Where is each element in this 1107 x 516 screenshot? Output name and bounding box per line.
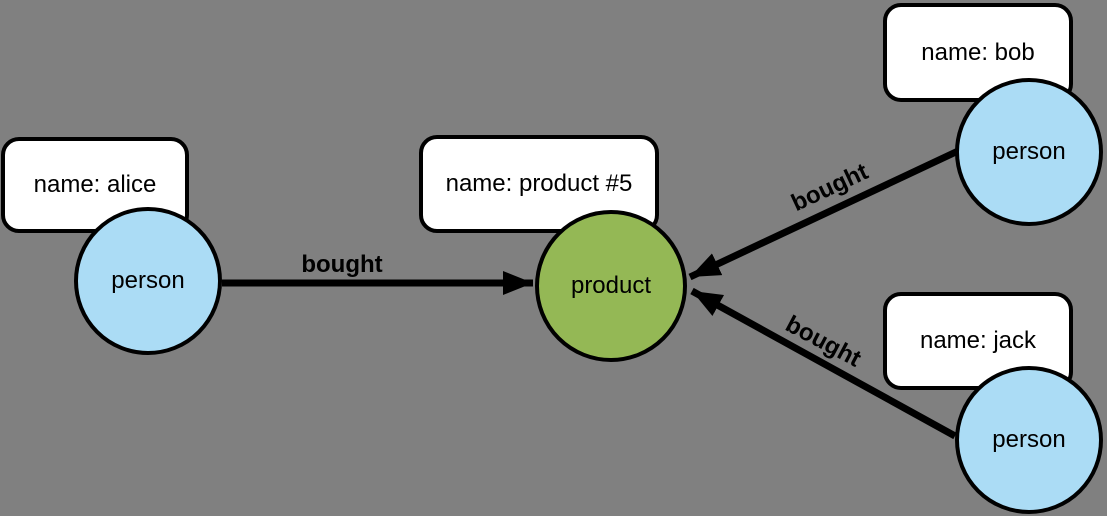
property-text-alice: name: alice <box>33 171 157 198</box>
product-node[interactable]: product <box>535 210 687 362</box>
person-node-jack[interactable]: person <box>955 366 1103 514</box>
edge-label-alice-bought: bought <box>301 251 383 278</box>
node-label-jack: person <box>992 426 1066 453</box>
node-label-bob: person <box>992 138 1066 165</box>
person-node-bob[interactable]: person <box>955 78 1103 226</box>
node-label-product: product <box>570 272 652 299</box>
edge-bob-bought-product <box>688 147 960 281</box>
edge-jack-bought-product <box>690 287 957 440</box>
property-text-product: name: product #5 <box>445 170 633 197</box>
property-text-bob: name: bob <box>921 38 1035 66</box>
node-label-alice: person <box>111 267 185 294</box>
person-node-alice[interactable]: person <box>74 207 222 355</box>
property-text-jack: name: jack <box>919 327 1037 354</box>
